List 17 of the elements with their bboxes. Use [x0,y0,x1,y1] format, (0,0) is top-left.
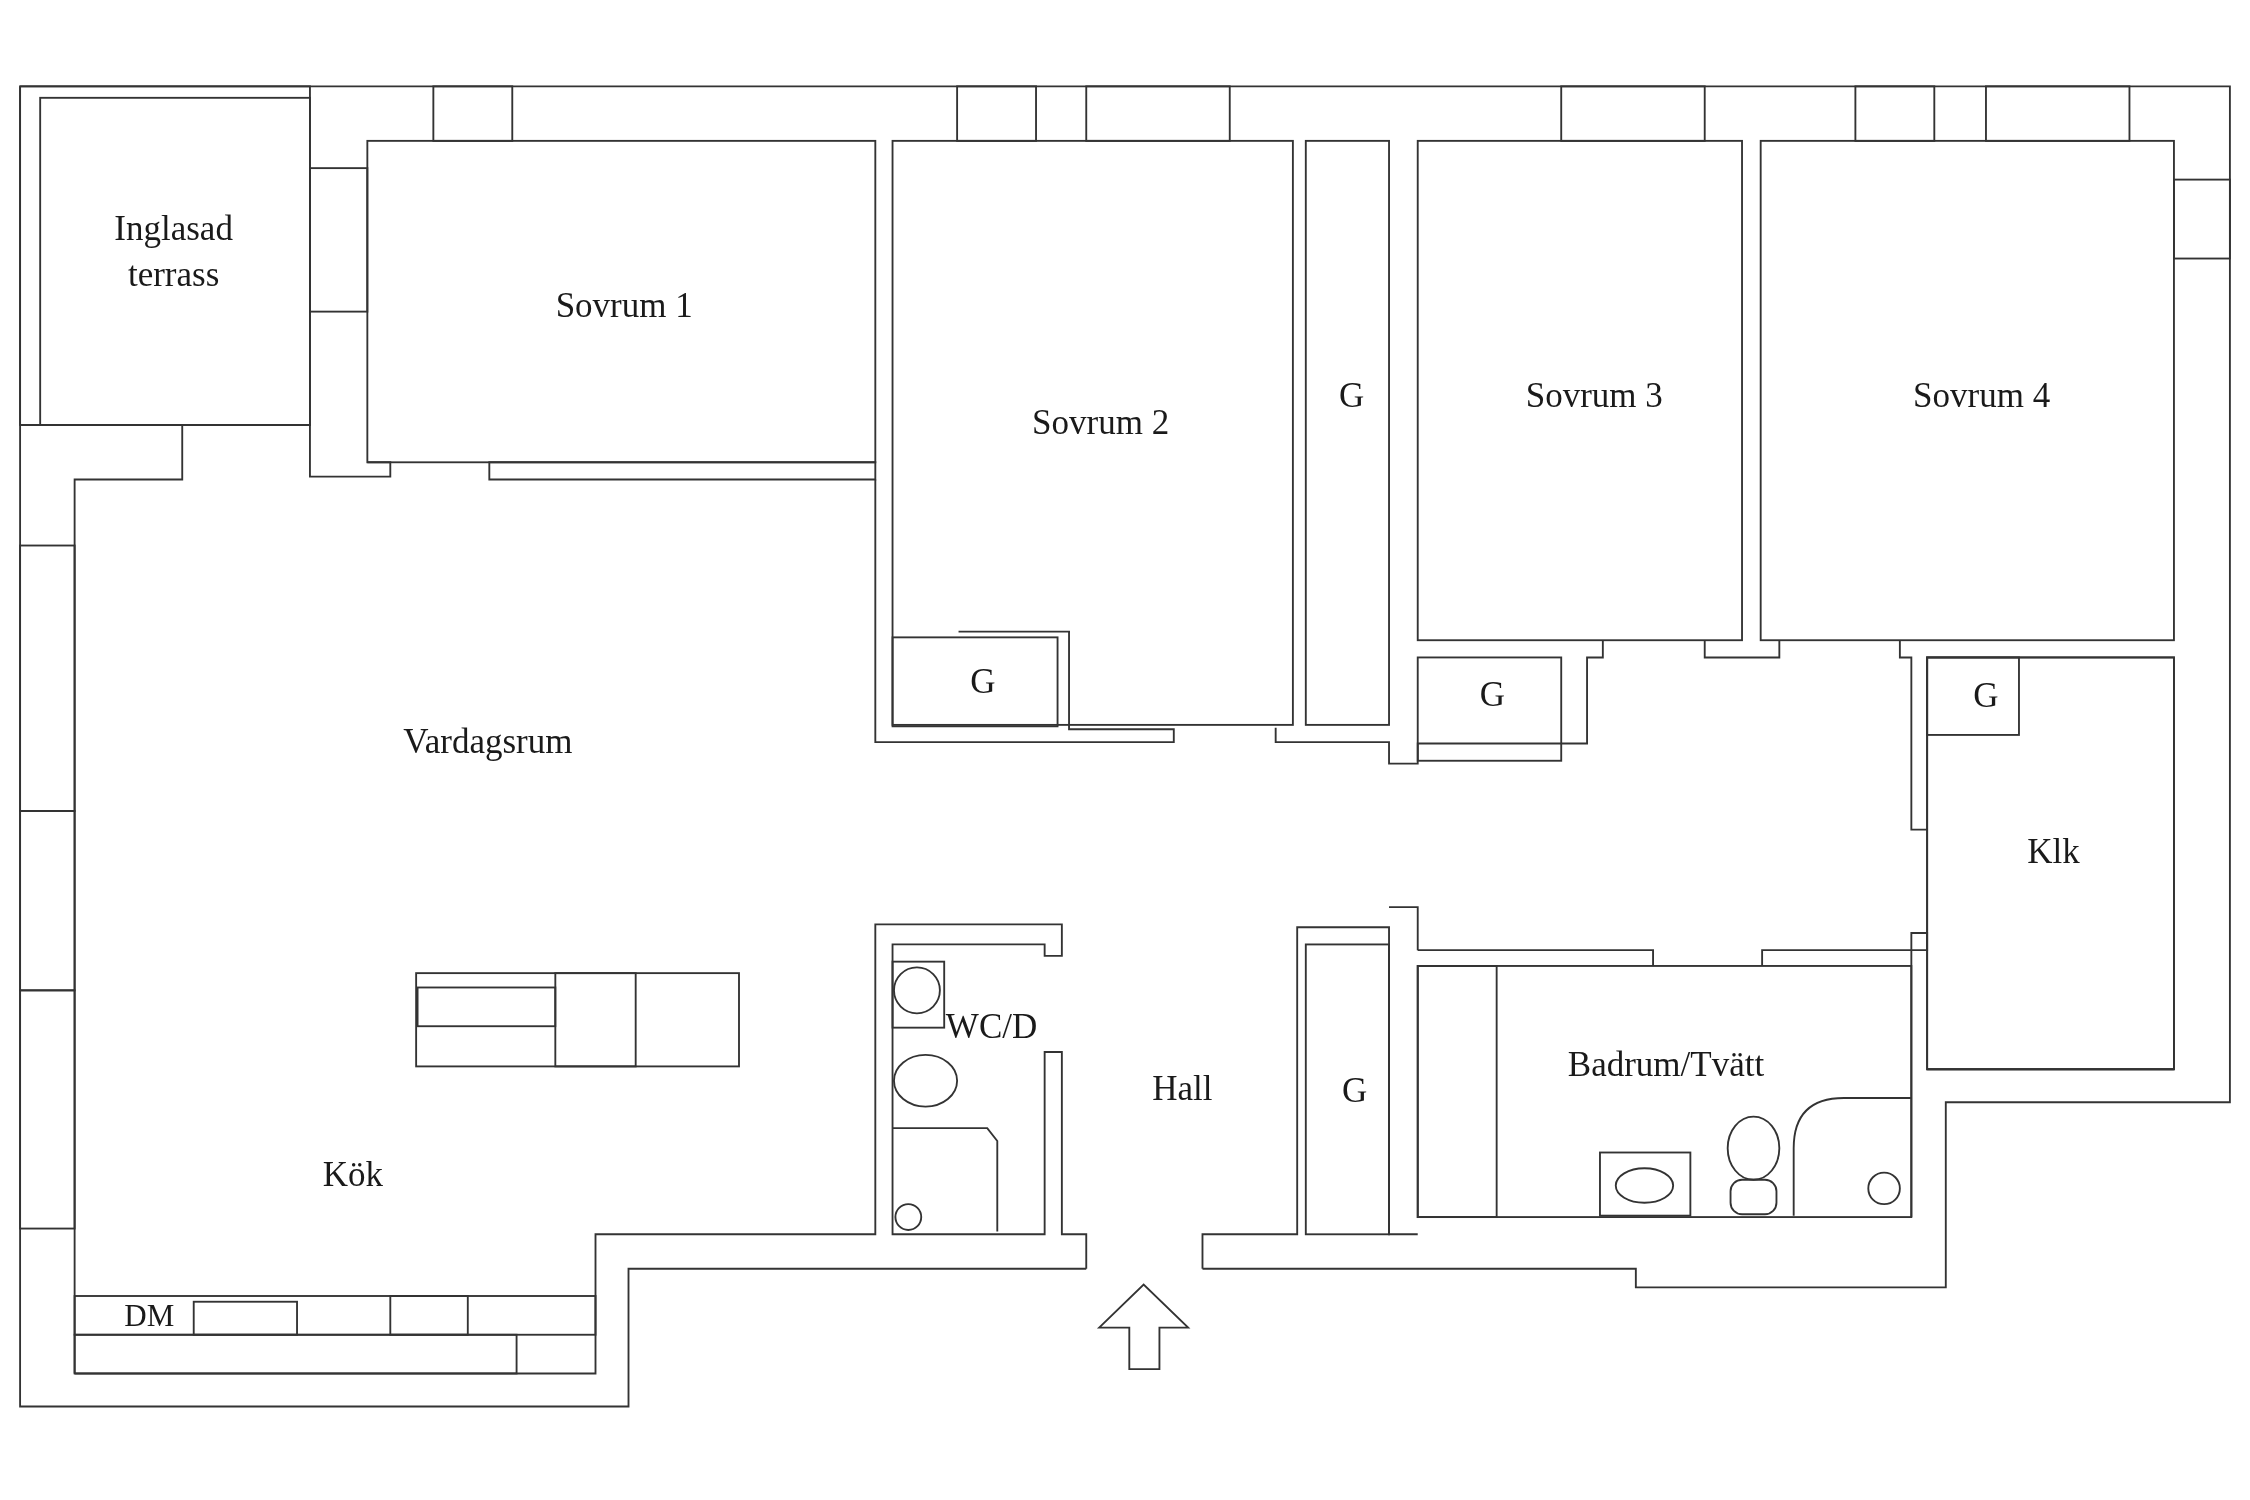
room-label: Hall [1152,1068,1213,1111]
room-label: WC/D [945,1006,1038,1049]
room-label: Sovrum 1 [555,284,693,327]
room-label: Inglasad terrass [113,207,234,296]
room-label: Klk [2027,831,2080,874]
room-label: G [970,660,996,703]
room-label: G [1973,675,1999,718]
room-label: DM [124,1296,175,1335]
room-label: Badrum/Tvätt [1567,1043,1765,1086]
room-label: Sovrum 2 [1032,402,1170,445]
room-label: G [1339,375,1365,418]
room-label: Sovrum 3 [1525,375,1663,418]
room-label: G [1341,1069,1368,1112]
room-label: Vardagsrum [403,721,573,764]
room-label: G [1479,673,1505,716]
room-label: Sovrum 4 [1913,375,2051,418]
room-label: Kök [322,1154,384,1197]
